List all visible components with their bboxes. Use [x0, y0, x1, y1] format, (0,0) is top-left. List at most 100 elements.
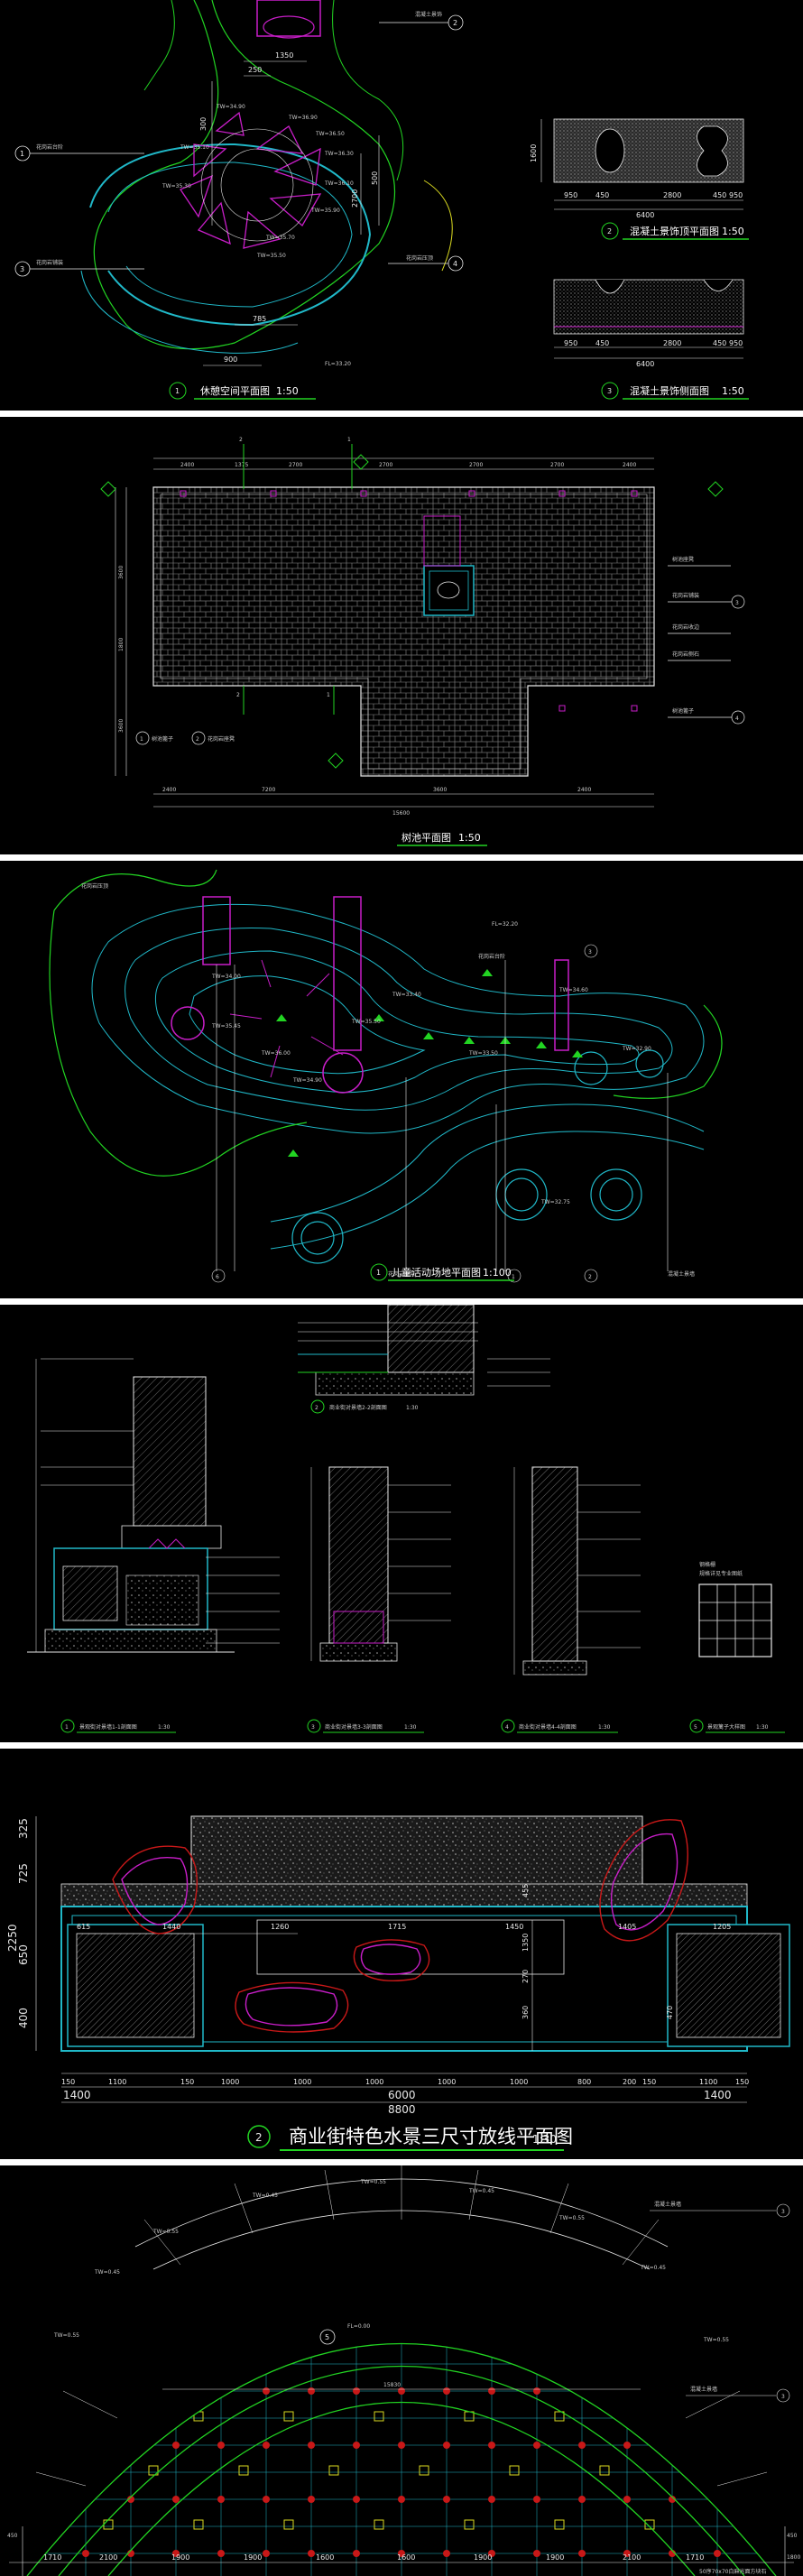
tw-mark: TW=35.90 [310, 208, 340, 214]
dim-label: 1000 [221, 2078, 239, 2086]
svg-text:花岗岩压顶: 花岗岩压顶 [406, 254, 433, 262]
svg-text:树池篦子: 树池篦子 [152, 735, 173, 743]
dim-label: 1800 [118, 638, 125, 651]
svg-text:3: 3 [781, 2394, 785, 2400]
tw-mark: TW=36.10 [324, 180, 354, 187]
detail-5-grate: 钢格栅 规格详见专业图纸 5 景观篱子大样图 1:30 [689, 1561, 785, 1733]
dim-label: 150 [735, 2078, 749, 2086]
section-marker-5: 5 FL=0.00 [319, 2323, 370, 2345]
fl-mark: FL=32.20 [492, 921, 518, 928]
svg-text:1: 1 [20, 150, 24, 158]
dim-label: 1000 [293, 2078, 311, 2086]
svg-text:2: 2 [239, 437, 243, 443]
svg-text:1: 1 [327, 692, 330, 698]
sheet-2-tree-pool: 2400 1375 2700 2700 2700 2700 2400 2400 … [0, 417, 803, 854]
dim-label: 450 [595, 191, 609, 199]
dim-label: 470 [666, 2006, 674, 2019]
svg-text:6400: 6400 [636, 360, 654, 368]
tw-mark: TW=0.55 [558, 2215, 585, 2221]
title-number: 2 [315, 1405, 318, 1411]
dim-label: 2700 [379, 462, 392, 468]
svg-text:2: 2 [236, 692, 240, 698]
svg-text:3: 3 [781, 2209, 785, 2215]
dim-label: 1405 [618, 1923, 636, 1931]
feature-rocks [112, 1819, 688, 2033]
dim-label: 1710 [43, 2553, 61, 2562]
dim-label: 615 [77, 1923, 90, 1931]
sheet-4-drawing: 2 商业街对景墙2-2剖面图 1:30 1 景观街对景墙1-1剖面图 1:30 [27, 1305, 785, 1733]
dim-label: 450 [7, 2533, 18, 2539]
dim-label: 1000 [510, 2078, 528, 2086]
dim-label: 3600 [118, 719, 125, 733]
spiral-steps [180, 111, 322, 249]
dim-label: 800 [577, 2078, 591, 2086]
svg-text:钢格栅: 钢格栅 [699, 1561, 715, 1568]
dim-label: 1600 [316, 2553, 334, 2562]
tw-mark: TW=0.55 [360, 2179, 386, 2185]
title-scale: 1:30 [158, 1724, 171, 1731]
tw-mark: TW=36.50 [315, 131, 345, 137]
plan-dimensions: 1350 250 300 2700 500 785 900 [199, 51, 379, 364]
dim-label: 950 [729, 191, 743, 199]
tw-mark: TW=35.50 [351, 1019, 381, 1025]
callout-number: 2 [588, 1274, 592, 1280]
svg-text:混凝土景饰: 混凝土景饰 [415, 11, 442, 18]
dim-label: 950 [564, 191, 577, 199]
dim-label: 2400 [180, 462, 194, 468]
svg-text:花岗岩座凳: 花岗岩座凳 [208, 735, 235, 743]
callout-markers [14, 14, 464, 277]
title-text: 景观街对景墙1-1剖面图 [79, 1723, 137, 1731]
dim-label: 1900 [171, 2553, 189, 2562]
sheet-2-drawing: 2400 1375 2700 2700 2700 2700 2400 2400 … [100, 437, 745, 846]
dim-label: 7200 [262, 787, 275, 793]
tw-mark: TW=0.45 [640, 2265, 666, 2271]
svg-text:花岗岩压顶: 花岗岩压顶 [81, 882, 108, 890]
dim-label: 1260 [271, 1923, 289, 1931]
title-text: 商业街对景墙3-3剖面图 [325, 1723, 383, 1731]
svg-text:950: 950 [564, 339, 577, 347]
tw-mark: TW=34.90 [216, 104, 245, 110]
dim-label: 1450 [505, 1923, 523, 1931]
tw-mark: TW=0.45 [94, 2269, 120, 2276]
sheet-3-drawing: TW=34.00 TW=33.40 TW=36.00 TW=35.45 TW=3… [49, 869, 723, 1283]
title-water-feature: 2 商业街特色水景三尺寸放线平面图 1:30 [247, 2125, 573, 2151]
dim-label: 1100 [108, 2078, 126, 2086]
svg-text:花岗岩侧石: 花岗岩侧石 [672, 651, 699, 658]
tw-mark: TW=0.45 [252, 2193, 278, 2199]
tw-mark: TW=0.55 [53, 2332, 79, 2339]
dim-label: 1400 [704, 2089, 732, 2101]
tw-mark: TW=34.00 [211, 974, 241, 980]
svg-text:1600: 1600 [530, 144, 538, 162]
title-text: 商业街对景墙4-4剖面图 [519, 1723, 577, 1731]
dim-label: 2700 [469, 462, 483, 468]
dim-label: 500 [371, 171, 379, 185]
dim-label: 400 [17, 2008, 30, 2028]
tw-mark: TW=0.45 [468, 2188, 494, 2194]
dim-label: 2250 [6, 1924, 19, 1952]
title-number: 2 [607, 227, 612, 235]
callout-number: 2 [196, 736, 199, 743]
section-1-1: 1 景观街对景墙1-1剖面图 1:30 [27, 1358, 280, 1733]
title-number: 3 [311, 1724, 315, 1731]
title-number: 4 [505, 1724, 509, 1731]
tw-mark: TW=0.55 [152, 2229, 179, 2235]
dim-label: 900 [224, 355, 237, 364]
tw-mark: TW=32.90 [622, 1046, 651, 1052]
dim-label: 1000 [365, 2078, 383, 2086]
section-2-2-top: 2 商业街对景墙2-2剖面图 1:30 [298, 1305, 550, 1414]
svg-text:3: 3 [20, 265, 24, 273]
dim-label: 2400 [623, 462, 636, 468]
svg-text:450: 450 [713, 339, 726, 347]
dim-label: 2400 [162, 787, 176, 793]
relief-elevation: 950 450 2800 450 950 6400 3 混凝土景饰侧面图 1:5… [553, 279, 749, 400]
dim-label: 15600 [392, 810, 410, 817]
svg-text:950: 950 [729, 339, 743, 347]
tw-mark: TW=36.30 [324, 151, 354, 157]
svg-text:花岗岩收边: 花岗岩收边 [672, 623, 699, 631]
svg-text:树池座凳: 树池座凳 [672, 556, 694, 563]
callout-number: 4 [735, 716, 739, 722]
dim-label: 785 [253, 315, 266, 323]
svg-text:4: 4 [453, 260, 457, 268]
title-scale: 1:30 [404, 1724, 417, 1731]
svg-text:规格详见专业图纸: 规格详见专业图纸 [699, 1570, 743, 1577]
